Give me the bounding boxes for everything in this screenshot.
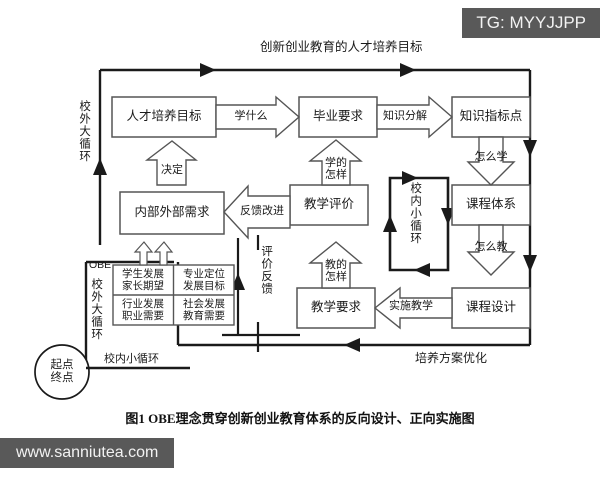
telegram-watermark: TG: MYYJJPP — [462, 8, 600, 38]
block-arrow-teach-how — [308, 241, 363, 289]
outer-loop-bottom-arrow — [344, 338, 360, 352]
block-arrow-implement-teaching — [373, 286, 453, 330]
site-watermark: www.sanniutea.com — [0, 438, 175, 468]
block-arrow-learn-what — [215, 95, 301, 139]
block-arrow-how-to-teach — [466, 224, 516, 276]
obe-tag-label: OBE — [89, 259, 112, 271]
box-label-internal-external-demand: 内部外部需求 — [134, 205, 210, 219]
obe-table-connector-right — [153, 241, 174, 266]
box-label-teaching-evaluation: 教学评价 — [303, 197, 354, 211]
vertical-label-evaluation-feedback: 评价反馈 — [260, 245, 273, 295]
vertical-label-outer-cycle-left: 校外大循环 — [78, 100, 91, 163]
outer-loop-right-arrow-1 — [523, 140, 537, 157]
obe-cell-r1c0: 行业发展职业需要 — [122, 299, 164, 322]
obe-table-connector-left — [133, 241, 154, 266]
box-label-course-design: 课程设计 — [465, 300, 516, 314]
box-internal-external-demand — [119, 191, 225, 235]
outer-loop-left-arrow — [93, 158, 107, 175]
box-label-talent-goal: 人才培养目标 — [126, 109, 202, 123]
obe-cell-r1c1: 社会发展教育需要 — [183, 299, 225, 322]
box-teaching-req — [296, 287, 376, 329]
outer-loop-top-arrow-1 — [200, 63, 216, 77]
block-arrow-decide — [144, 140, 199, 186]
outer-loop-top-arrow-2 — [400, 63, 416, 77]
diagram-bottom-title: 培养方案优化 — [415, 351, 488, 365]
inner-cycle-arrow-left — [383, 215, 397, 232]
block-arrow-knowledge-decompose — [376, 95, 454, 139]
outer-loop-right-arrow-2 — [523, 255, 537, 272]
inner-cycle-arrow-bottom — [414, 263, 430, 277]
box-label-graduation-req: 毕业要求 — [312, 109, 363, 123]
block-arrow-feedback-improve — [223, 184, 291, 240]
arrow-label-learn-what: 学什么 — [234, 110, 268, 122]
obe-cell-r0c0: 学生发展家长期望 — [122, 269, 164, 292]
arrow-label-decide: 决定 — [161, 164, 183, 176]
vertical-label-inner-cycle-center: 校内小循环 — [409, 182, 422, 245]
box-label-course-system: 课程体系 — [465, 197, 516, 211]
box-label-knowledge-point: 知识指标点 — [459, 109, 523, 123]
arrow-label-how-to-learn: 怎么学 — [474, 151, 508, 163]
arrow-label-knowledge-decompose: 知识分解 — [383, 110, 427, 122]
start-end-circle — [34, 344, 90, 400]
box-course-design — [451, 287, 531, 329]
inner-cycle-loop-rect — [388, 176, 450, 272]
arrow-label-learn-how: 学的怎样 — [325, 157, 347, 181]
arrow-label-teach-how: 教的怎样 — [325, 259, 347, 283]
diagram-top-title: 创新创业教育的人才培养目标 — [260, 40, 423, 54]
box-course-system — [451, 184, 531, 226]
inner-cycle-bottom-label: 校内小循环 — [104, 353, 159, 365]
vertical-label-outer-cycle-obe: 校外大循环 — [90, 278, 103, 341]
start-end-circle-label: 起点终点 — [50, 359, 74, 384]
figure-caption: 图1 OBE理念贯穿创新创业教育体系的反向设计、正向实施图 — [125, 411, 475, 426]
box-label-teaching-req: 教学要求 — [310, 300, 361, 314]
arrow-label-feedback-improve: 反馈改进 — [240, 205, 284, 217]
block-arrow-learn-how — [308, 139, 363, 186]
block-arrow-how-to-learn — [466, 136, 516, 186]
arrow-label-implement-teaching: 实施教学 — [389, 300, 433, 312]
inner-cycle-arrow-top — [402, 171, 418, 185]
arrow-label-how-to-teach: 怎么教 — [474, 241, 508, 253]
obe-cell-r0c1: 专业定位发展目标 — [183, 269, 225, 292]
